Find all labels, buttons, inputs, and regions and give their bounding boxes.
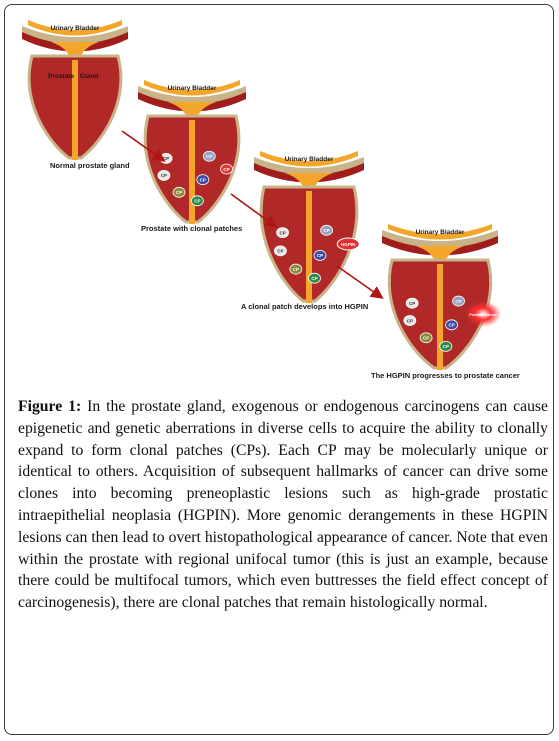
patch-label: CP — [455, 299, 461, 304]
patch-label: CP — [323, 228, 329, 233]
clonal-patch: CP — [276, 227, 290, 239]
bladder-neck — [285, 173, 333, 193]
patch-label: CP — [176, 190, 182, 195]
patch-label: CP — [163, 156, 169, 161]
caption-text: In the prostate gland, exogenous or endo… — [18, 398, 548, 612]
patch-label: CP — [317, 253, 323, 258]
progression-arrow — [121, 130, 166, 162]
bladder-label: Urinary Bladder — [168, 85, 217, 92]
patch-label: CP — [161, 173, 167, 178]
clonal-patch: Prostate Cancer — [465, 301, 502, 327]
bladder-neck — [416, 246, 464, 266]
patch-shape — [439, 340, 453, 352]
bladder-muscle — [382, 236, 498, 256]
clonal-patch: CP — [403, 315, 417, 326]
patch-shape — [196, 174, 210, 186]
patch-label: CP — [407, 318, 413, 323]
bladder-neck — [168, 102, 216, 122]
clonal-patch: CP — [220, 163, 233, 175]
clonal-patch: CP — [196, 174, 210, 186]
patch-shape — [172, 186, 186, 198]
clonal-patch: CP — [202, 150, 216, 162]
patch-label: CP — [293, 267, 299, 272]
bladder-lumen — [144, 80, 240, 96]
clonal-patch: CP — [439, 340, 453, 352]
clonal-patch: HGPIN — [336, 237, 360, 251]
patch-label: CP — [223, 167, 229, 172]
urethra — [189, 120, 195, 224]
stage-label-clonal-patches: Prostate with clonal patches — [141, 224, 243, 233]
clonal-patch: CP — [405, 297, 419, 309]
bladder-label: Urinary Bladder — [416, 229, 465, 236]
urethra — [72, 60, 78, 160]
patch-shape — [273, 245, 287, 257]
patch-label: CP — [448, 323, 454, 328]
clonal-patch: CP — [190, 195, 204, 207]
bladder-neck — [51, 42, 99, 62]
clonal-patch: CP — [157, 169, 171, 181]
patch-shape — [308, 272, 321, 284]
patch-shape — [289, 263, 303, 275]
bladder-lumen — [388, 224, 492, 240]
patch-label: CP — [277, 249, 283, 254]
patch-shape — [157, 169, 171, 181]
bladder-muscle — [254, 163, 364, 183]
bladder-muscle — [138, 92, 246, 112]
patch-label: CP — [423, 336, 429, 341]
urethra — [437, 264, 443, 370]
gland-label: Gland — [80, 73, 98, 80]
patch-shape — [320, 224, 334, 236]
gland-label: Prostate — [48, 73, 74, 80]
hgpin-label: HGPIN — [341, 242, 355, 247]
patch-shape — [405, 297, 419, 309]
clonal-patch: CP — [320, 224, 334, 236]
patch-label: CP — [443, 344, 449, 349]
bladder-lumen — [28, 20, 122, 36]
progression-arrow — [230, 193, 278, 228]
bladder-muscle — [22, 32, 128, 52]
clonal-patch: CP — [419, 332, 433, 344]
clonal-patch: CP — [172, 186, 186, 198]
cancer-label: Prostate Cancer — [469, 313, 497, 317]
patch-shape — [190, 195, 204, 207]
patch-label: CP — [194, 199, 200, 204]
patch-label: CP — [311, 276, 317, 281]
clonal-patch: CP — [273, 245, 287, 257]
stage-label-hgpin: A clonal patch develops into HGPIN — [241, 302, 369, 311]
patch-label: CP — [279, 230, 285, 235]
patch-shape — [445, 319, 459, 331]
patch-shape — [403, 315, 417, 326]
patch-shape — [220, 163, 233, 175]
progression-arrow — [336, 265, 384, 299]
bladder-label: Urinary Bladder — [51, 25, 100, 32]
patch-shape — [276, 227, 290, 239]
patch-shape — [419, 332, 433, 344]
clonal-patch: CP — [445, 319, 459, 331]
bladder-lumen — [260, 151, 358, 167]
bladder-label: Urinary Bladder — [285, 156, 334, 163]
figure-caption: Figure 1: In the prostate gland, exogeno… — [18, 396, 548, 614]
patch-label: CP — [200, 177, 206, 182]
clonal-patch: CP — [452, 295, 465, 307]
stage-label-cancer: The HGPIN progresses to prostate cancer — [371, 371, 520, 380]
clonal-patch: CP — [289, 263, 303, 275]
figure-number: Figure 1: — [18, 398, 82, 415]
clonal-patch: CP — [313, 249, 327, 261]
clonal-patch: CP — [308, 272, 321, 284]
patch-shape — [313, 249, 327, 261]
patch-label: CP — [409, 301, 415, 306]
urethra — [306, 191, 312, 303]
patch-label: CP — [206, 154, 212, 159]
stage-label-normal: Normal prostate gland — [50, 161, 130, 170]
patch-shape — [452, 295, 465, 307]
hgpin-lesion — [336, 237, 360, 251]
cancer-glow — [465, 301, 502, 327]
patch-shape — [202, 150, 216, 162]
